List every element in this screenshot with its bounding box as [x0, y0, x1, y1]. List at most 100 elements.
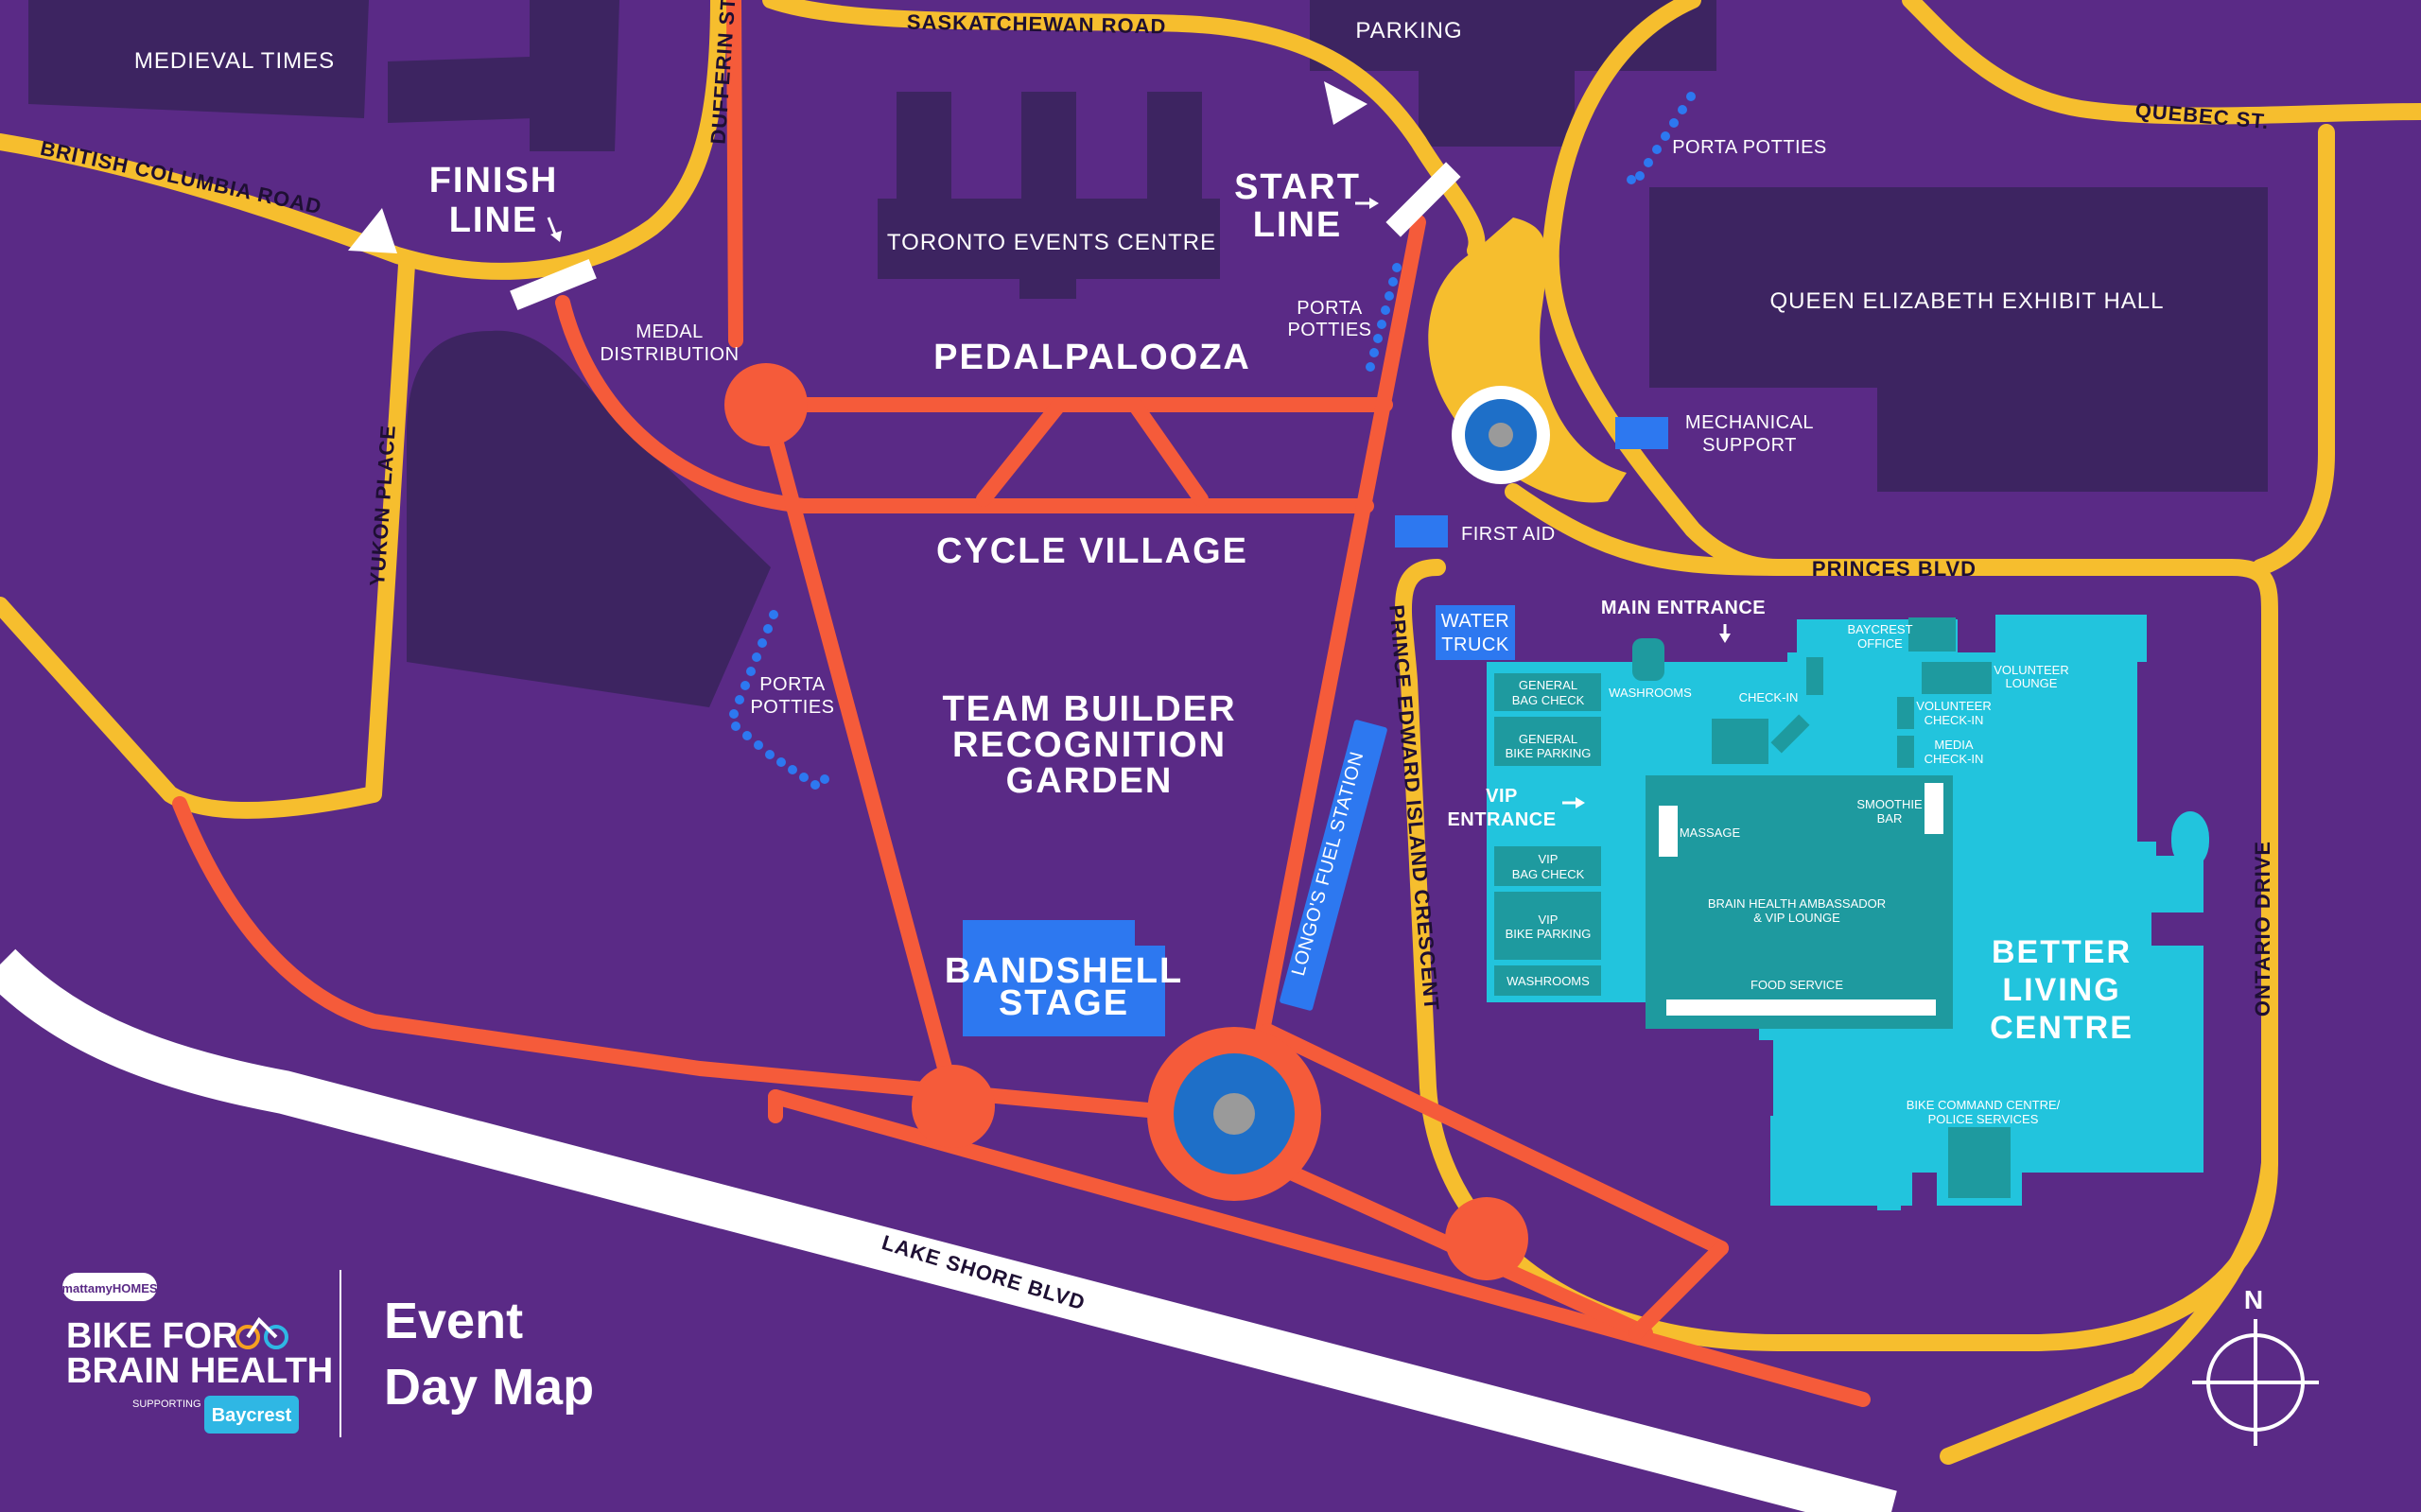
first-aid-label: FIRST AID — [1461, 524, 1556, 545]
team-builder-label-2: RECOGNITION — [952, 725, 1227, 765]
bandshell-stage-label-2: STAGE — [999, 983, 1129, 1023]
lake-shore-road-band — [0, 948, 1897, 1512]
toronto-events-centre-label: TORONTO EVENTS CENTRE — [887, 230, 1216, 255]
washrooms-south-booth — [1494, 965, 1601, 996]
route-west-diagonal — [758, 397, 963, 1114]
general-bag-check-booth — [1494, 673, 1601, 711]
mechanical-support-label-2: SUPPORT — [1702, 435, 1797, 456]
medieval-times-annex — [388, 57, 534, 123]
parking-building-lower — [1419, 71, 1575, 147]
bike-command-label-1: BIKE COMMAND CENTRE/ — [1907, 1098, 2061, 1112]
saskatchewan-road-label: SASKATCHEWAN ROAD — [907, 10, 1167, 39]
ontario-drive-south — [1940, 1155, 2278, 1465]
check-in-label: CHECK-IN — [1739, 690, 1799, 704]
baycrest-office-booth — [1908, 617, 1956, 652]
mattamy-homes-logo-text: mattamyHOMES — [61, 1281, 157, 1295]
finish-line-label: FINISH — [429, 161, 559, 200]
massage-booth — [1659, 806, 1678, 857]
general-bag-check-label-1: GENERAL — [1519, 678, 1577, 692]
vip-bag-check-label-1: VIP — [1539, 852, 1559, 866]
smoothie-bar-label-2: BAR — [1877, 811, 1903, 826]
quebec-street — [1902, 0, 2421, 125]
mechanical-support-label-1: MECHANICAL — [1685, 412, 1814, 433]
start-direction-arrow — [1324, 81, 1367, 125]
volunteer-checkin-label-1: VOLUNTEER — [1916, 699, 1991, 713]
check-in-desk-angled — [1770, 714, 1810, 754]
washrooms-north-booth — [1632, 638, 1664, 681]
bicycle-icon — [235, 1316, 288, 1349]
cycling-route — [172, 0, 1871, 1407]
volunteer-lounge-label-1: VOLUNTEER — [1994, 663, 2068, 677]
british-columbia-road — [0, 0, 727, 280]
volunteer-lounge-booth — [1922, 662, 1992, 694]
baycrest-office-label-1: BAYCREST — [1847, 622, 1912, 636]
event-branding: mattamyHOMES BIKE FOR BRAIN HEALTH SUPPO… — [61, 1270, 594, 1437]
general-bike-parking-booth — [1494, 717, 1601, 766]
bike-for-label: BIKE FOR — [66, 1316, 238, 1356]
longos-fuel-station-marker — [1280, 720, 1387, 1011]
check-in-kiosk — [1806, 657, 1823, 695]
compass-north-label: N — [2244, 1285, 2263, 1314]
medal-distribution-label-1: MEDAL — [636, 322, 703, 342]
start-roundabout-dot — [1489, 423, 1513, 447]
volunteer-checkin-booth — [1897, 697, 1914, 729]
cycle-village-label: CYCLE VILLAGE — [936, 531, 1248, 571]
porta-potties-label-west-2: POTTIES — [750, 697, 834, 718]
baycrest-logo-text: Baycrest — [212, 1405, 292, 1426]
start-line-label-2: LINE — [1253, 205, 1343, 245]
ambassador-lounge-label-1: BRAIN HEALTH AMBASSADOR — [1708, 896, 1886, 911]
compass-icon — [2192, 1319, 2319, 1446]
start-line-label: START — [1234, 167, 1361, 207]
mattamy-homes-logo — [62, 1273, 157, 1301]
route-node-southeast — [1445, 1197, 1528, 1280]
blc-hall — [1646, 775, 1953, 1029]
pedalpalooza-label: PEDALPALOOZA — [933, 338, 1251, 377]
porta-potties-label-start-1: PORTA — [1297, 298, 1363, 319]
water-truck-marker — [1436, 605, 1515, 660]
smoothie-bar-booth — [1925, 783, 1943, 834]
map-title-line-1: Event — [384, 1293, 523, 1349]
general-bike-parking-label-2: BIKE PARKING — [1506, 746, 1592, 760]
bandshell-stage-marker — [963, 920, 1165, 1036]
media-checkin-booth — [1897, 736, 1914, 768]
bandshell-stage-label-1: BANDSHELL — [945, 951, 1183, 991]
massage-label: MASSAGE — [1680, 826, 1741, 840]
route-southeast-a — [1260, 1023, 1729, 1256]
washrooms-south-label: WASHROOMS — [1507, 974, 1590, 988]
queen-elizabeth-exhibit-hall-building — [1649, 187, 2268, 492]
porta-potty-dots — [729, 92, 1696, 790]
vip-entrance-label-1: VIP — [1486, 786, 1518, 807]
baycrest-logo — [204, 1396, 299, 1434]
main-roundabout-dot — [1213, 1093, 1255, 1135]
supporting-label: SUPPORTING — [132, 1399, 201, 1410]
vip-bike-parking-booth — [1494, 892, 1601, 960]
queen-elizabeth-exhibit-hall-label: QUEEN ELIZABETH EXHIBIT HALL — [1769, 288, 2164, 314]
finish-line-label-2: LINE — [449, 200, 539, 240]
first-aid-marker — [1395, 515, 1448, 547]
water-truck-label-2: TRUCK — [1441, 634, 1509, 655]
medieval-times-label: MEDIEVAL TIMES — [134, 48, 335, 74]
media-checkin-label-2: CHECK-IN — [1925, 752, 1984, 766]
medieval-times-annex-top — [530, 0, 619, 151]
general-bag-check-label-2: BAG CHECK — [1512, 693, 1585, 707]
ontario-drive — [2252, 124, 2335, 576]
baycrest-office-label-2: OFFICE — [1857, 636, 1903, 651]
brain-health-label: BRAIN HEALTH — [66, 1351, 333, 1391]
porta-potties-label-west-1: PORTA — [759, 674, 826, 695]
food-service-label: FOOD SERVICE — [1750, 978, 1843, 992]
vip-bag-check-label-2: BAG CHECK — [1512, 867, 1585, 881]
better-living-centre-label-1: BETTER — [1992, 934, 2132, 970]
toronto-events-centre-building — [878, 92, 1220, 299]
media-checkin-label-1: MEDIA — [1934, 738, 1974, 752]
ontario-drive-label: ONTARIO DRIVE — [2251, 841, 2274, 1017]
route-dufferin — [726, 0, 743, 348]
mechanical-support-marker — [1615, 417, 1668, 449]
main-entrance-label: MAIN ENTRANCE — [1601, 598, 1766, 618]
route-finish-arc — [555, 295, 1374, 513]
medal-distribution-label-2: DISTRIBUTION — [600, 344, 739, 365]
team-builder-label-1: TEAM BUILDER — [942, 689, 1236, 729]
finish-line-marker — [510, 258, 597, 311]
food-service-counter — [1666, 999, 1936, 1016]
cycle-village-building — [407, 330, 771, 707]
